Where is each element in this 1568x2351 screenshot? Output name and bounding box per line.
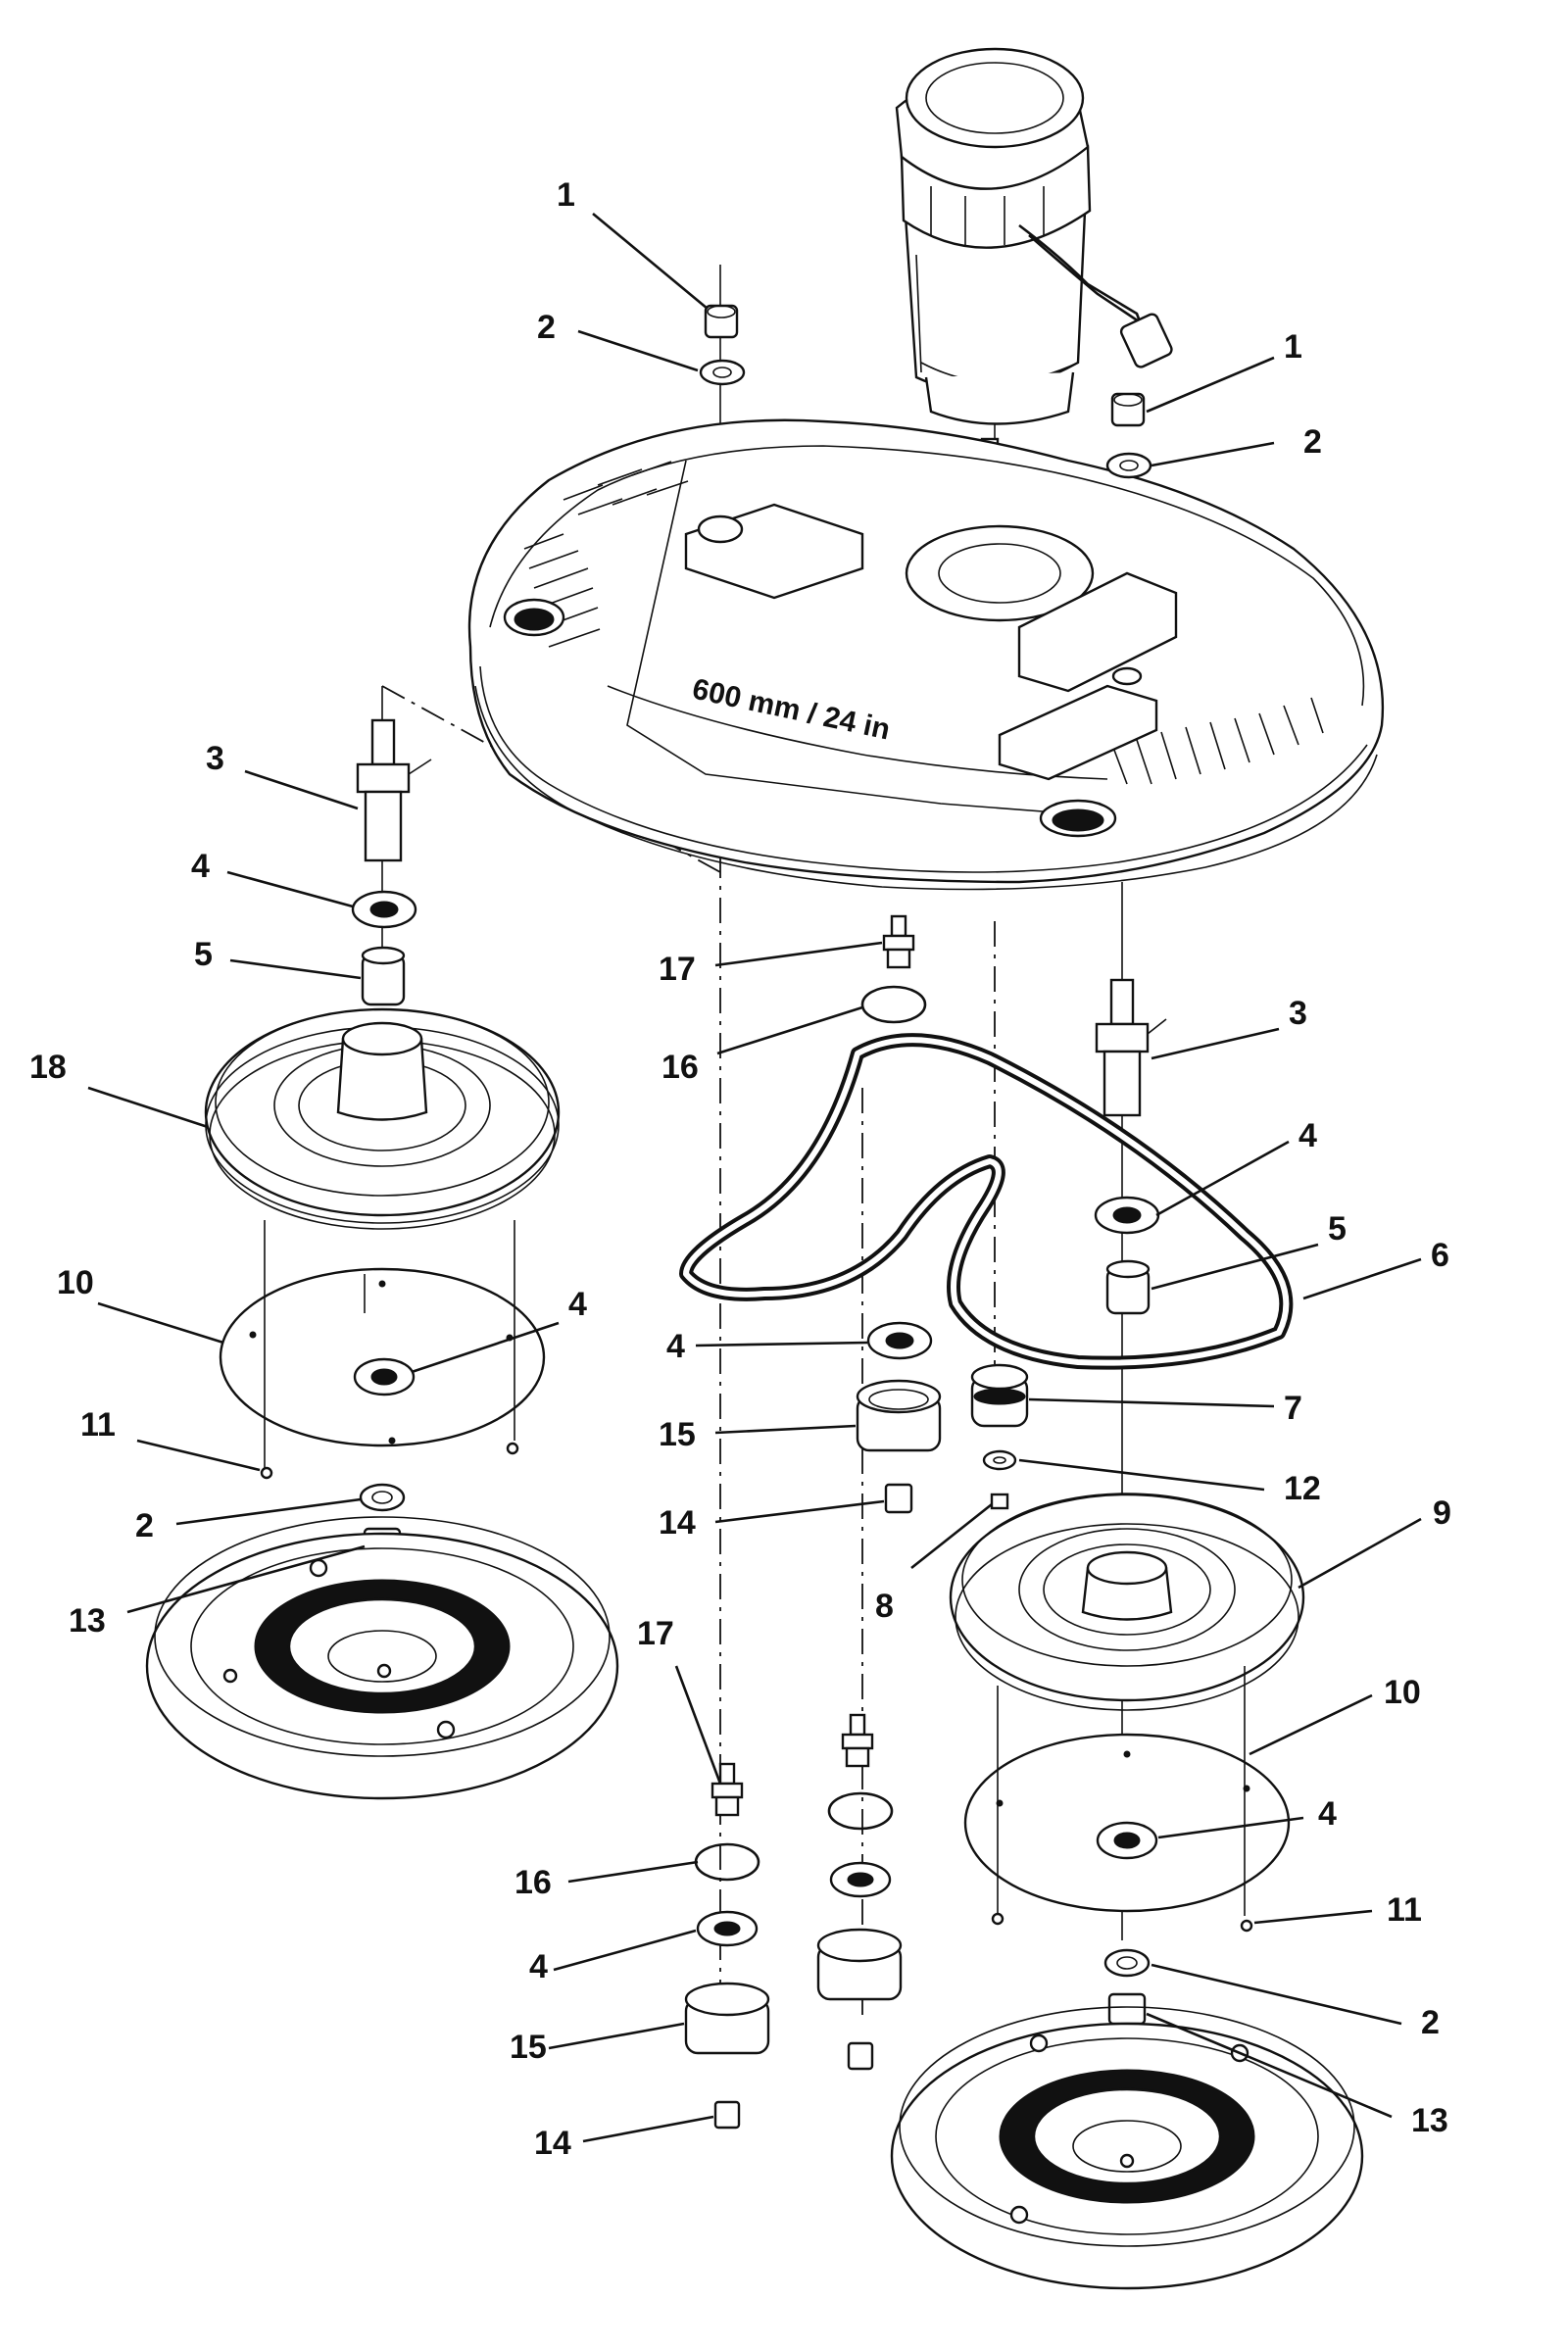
right-pad-driver xyxy=(890,2006,1364,2290)
callout-17: 17 xyxy=(659,951,696,988)
deck-housing xyxy=(467,418,1385,891)
callout-9: 9 xyxy=(1433,1494,1451,1532)
callout-17: 17 xyxy=(637,1615,674,1652)
vent-slots-left xyxy=(523,461,689,648)
callout-13: 13 xyxy=(69,1602,106,1640)
callout-10: 10 xyxy=(57,1264,94,1301)
top-right-nut-washer xyxy=(1105,392,1152,479)
callout-4: 4 xyxy=(529,1948,548,1985)
leader-lines xyxy=(87,212,1422,2143)
callout-4: 4 xyxy=(1298,1117,1317,1154)
callout-15: 15 xyxy=(659,1416,696,1453)
callout-7: 7 xyxy=(1284,1390,1302,1427)
left-shaft-assembly xyxy=(351,718,432,1006)
right-pulley xyxy=(949,1493,1305,1711)
callout-4: 4 xyxy=(568,1286,587,1323)
callout-labels: 1 2 1 2 3 4 5 18 10 4 11 2 13 17 16 3 4 … xyxy=(29,176,1451,2162)
left-lower-shaft-assembly xyxy=(684,1762,770,2130)
callout-2: 2 xyxy=(1303,423,1322,461)
left-pulley xyxy=(204,1007,561,1230)
callout-8: 8 xyxy=(875,1588,894,1625)
idler-assembly xyxy=(970,1363,1029,1510)
right-mounting-plate xyxy=(963,1666,1291,1933)
drive-motor xyxy=(895,47,1173,463)
callout-13: 13 xyxy=(1411,2102,1448,2139)
callout-11: 11 xyxy=(1387,1891,1422,1929)
callout-6: 6 xyxy=(1431,1237,1449,1274)
callout-2: 2 xyxy=(1421,2004,1440,2041)
callout-16: 16 xyxy=(662,1049,699,1086)
callout-14: 14 xyxy=(659,1504,696,1542)
top-left-nut-washer xyxy=(699,304,746,386)
callout-1: 1 xyxy=(1284,328,1302,366)
left-pad-driver xyxy=(145,1516,619,1800)
center-shaft-assembly xyxy=(816,914,942,2071)
callout-5: 5 xyxy=(1328,1210,1347,1248)
callout-2: 2 xyxy=(135,1507,154,1544)
callout-16: 16 xyxy=(514,1864,552,1901)
callout-11: 11 xyxy=(80,1406,116,1444)
callout-3: 3 xyxy=(1289,995,1307,1032)
callout-4: 4 xyxy=(191,848,210,885)
callout-10: 10 xyxy=(1384,1674,1421,1711)
callout-5: 5 xyxy=(194,936,213,973)
right-washer-nut xyxy=(1103,1948,1151,2026)
right-shaft-assembly xyxy=(1094,978,1167,1315)
left-mounting-plate xyxy=(219,1220,546,1480)
callout-4: 4 xyxy=(666,1328,685,1365)
callout-14: 14 xyxy=(534,2125,571,2162)
callout-18: 18 xyxy=(29,1049,67,1086)
callout-15: 15 xyxy=(510,2029,547,2066)
callout-3: 3 xyxy=(206,740,224,777)
callout-2: 2 xyxy=(537,309,556,346)
callout-12: 12 xyxy=(1284,1470,1321,1507)
vent-slots-right xyxy=(1111,697,1324,785)
drive-belt xyxy=(679,1033,1294,1370)
callout-4: 4 xyxy=(1318,1795,1337,1833)
callout-1: 1 xyxy=(557,176,575,214)
